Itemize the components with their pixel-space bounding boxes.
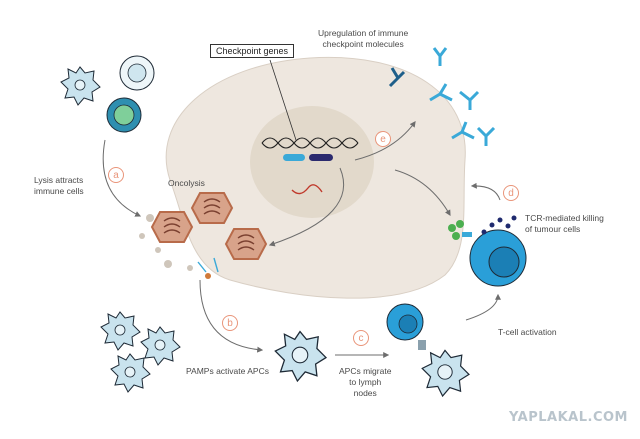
pamp-icon: [197, 257, 219, 273]
pamp-icon: [205, 273, 211, 279]
step-a-badge: a: [108, 167, 124, 183]
oncolysis-label: Oncolysis: [168, 178, 205, 188]
apc-cell: [100, 311, 141, 351]
virus-icon: [190, 192, 234, 224]
nucleus: [250, 106, 374, 218]
apc-cell: [421, 349, 470, 398]
process-arrows: [102, 121, 501, 358]
mrna-icon: [291, 184, 323, 195]
gene-segment-blue: [283, 154, 305, 161]
lysis-debris: [139, 214, 193, 271]
lysis-label: Lysis attracts immune cells: [34, 175, 84, 196]
apc-cell: [110, 353, 151, 393]
tcr-icon: [462, 232, 472, 237]
apc-cell: [140, 326, 181, 366]
immune-cell: [106, 55, 155, 133]
step-c-badge: c: [353, 330, 369, 346]
pamps-label: PAMPs activate APCs: [186, 366, 269, 376]
gene-segment-dark: [309, 154, 333, 161]
granule-icon: [481, 215, 517, 235]
virus-icon: [224, 228, 268, 260]
apc-cell: [274, 330, 328, 383]
t-cell-nucleus: [488, 246, 520, 278]
apc-cell: [60, 66, 101, 106]
checkpoint-molecule-icon: [388, 47, 496, 146]
step-d-badge: d: [503, 185, 519, 201]
upregulation-label: Upregulation of immune checkpoint molecu…: [318, 28, 409, 49]
step-e-badge: e: [375, 131, 391, 147]
checkpoint-genes-label: Checkpoint genes: [210, 44, 295, 58]
tcell-activation-label: T-cell activation: [498, 327, 557, 337]
mhc-icon: [418, 340, 426, 350]
virus-icon: [150, 211, 194, 243]
t-cell-nucleus: [398, 314, 418, 334]
step-b-badge: b: [222, 315, 238, 331]
checkpoint-pointer: [269, 59, 297, 141]
dna-helix-icon: [261, 137, 359, 149]
receptor-complex-icon: [448, 220, 464, 240]
apcs-migrate-label: APCs migrate to lymph nodes: [339, 366, 392, 398]
watermark: YAPLAKAL.COM: [509, 410, 628, 425]
tcr-label: TCR-mediated killing of tumour cells: [525, 213, 604, 234]
